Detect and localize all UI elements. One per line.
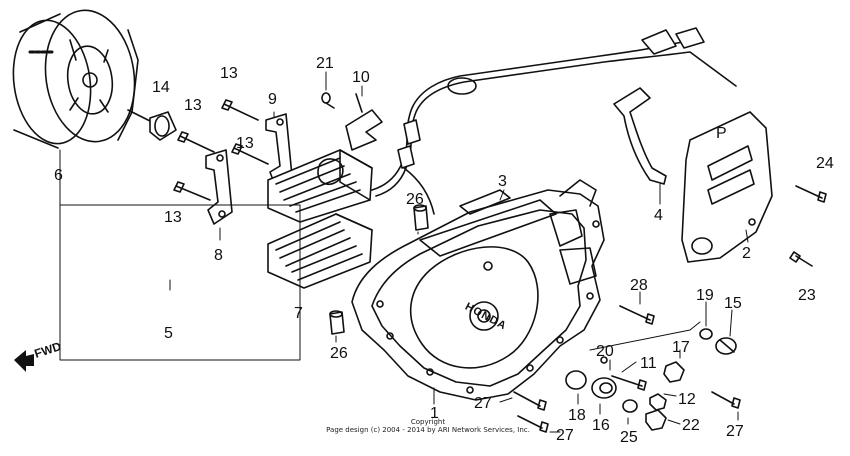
part-number-14: 14 — [152, 79, 170, 96]
part-number-12: 12 — [678, 391, 696, 408]
part-number-19: 19 — [696, 287, 714, 304]
cover-bolts — [619, 185, 827, 325]
rotor-bolt — [127, 109, 177, 141]
copyright-line-2: Page design (c) 2004 - 2014 by ARI Netwo… — [326, 426, 530, 434]
part-number-13-b: 13 — [184, 97, 202, 114]
part-number-22: 22 — [682, 417, 700, 434]
part-number-26-b: 26 — [330, 345, 348, 362]
part-number-6: 6 — [54, 167, 63, 184]
stator-lower — [267, 213, 373, 289]
part-number-7: 7 — [294, 305, 303, 322]
leader-lines — [59, 71, 749, 433]
wire-guide — [613, 87, 667, 185]
copyright-line-1: Copyright — [411, 418, 445, 426]
part-number-16: 16 — [592, 417, 610, 434]
part-number-8: 8 — [214, 247, 223, 264]
part-number-4: 4 — [654, 207, 663, 224]
part-number-1: 1 — [430, 405, 439, 422]
part-number-10: 10 — [352, 69, 370, 86]
part-number-13-c: 13 — [236, 135, 254, 152]
part-number-26-a: 26 — [406, 191, 424, 208]
part-number-27-a: 27 — [474, 395, 492, 412]
small-parts — [513, 328, 741, 433]
part-number-5: 5 — [164, 325, 173, 342]
dowel-pins — [329, 204, 429, 335]
stator-upper — [267, 149, 373, 223]
crankcase-cover — [351, 179, 605, 401]
part-number-27-b: 27 — [556, 427, 574, 444]
part-number-13-a: 13 — [220, 65, 238, 82]
cover-mark: P — [716, 125, 727, 142]
wire-clamp — [345, 93, 383, 151]
part-number-18: 18 — [568, 407, 586, 424]
part-number-2: 2 — [742, 245, 751, 262]
part-number-11: 11 — [640, 355, 657, 372]
wiring-harness — [371, 27, 737, 215]
part-number-27-c: 27 — [726, 423, 744, 440]
part-number-28: 28 — [630, 277, 648, 294]
fwd-label: FWD — [33, 339, 64, 361]
part-number-24: 24 — [816, 155, 834, 172]
part-number-20: 20 — [596, 343, 614, 360]
flywheel-rotor — [12, 9, 139, 149]
screw-21 — [321, 92, 335, 109]
fwd-arrow-icon — [14, 350, 34, 372]
part-number-9: 9 — [268, 91, 277, 108]
part-number-21: 21 — [316, 55, 334, 72]
part-number-13-d: 13 — [164, 209, 182, 226]
part-number-17: 17 — [672, 339, 690, 356]
sprocket-cover — [681, 111, 773, 263]
fwd-indicator: FWD — [14, 339, 63, 372]
part-number-23: 23 — [798, 287, 816, 304]
part-number-25: 25 — [620, 429, 638, 446]
bolts-13 — [173, 99, 269, 201]
part-number-3: 3 — [498, 173, 507, 190]
part-number-15: 15 — [724, 295, 742, 312]
